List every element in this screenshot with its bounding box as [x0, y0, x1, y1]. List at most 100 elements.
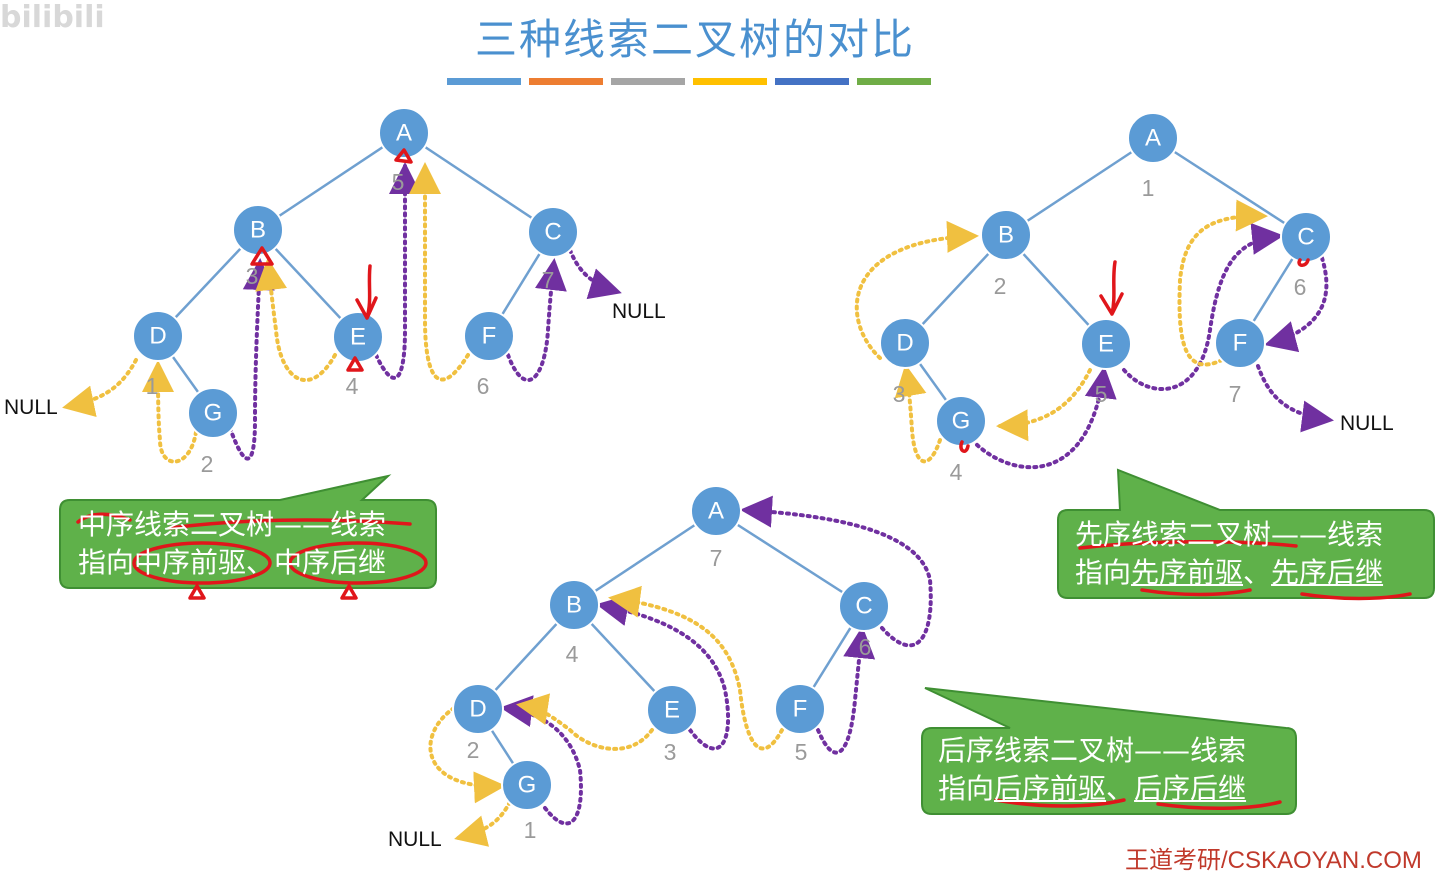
tree-nodes: A5B3C7D1E4F6G2A1B2C6D3E5F7G4A7B4C6D2E3F5…	[132, 107, 1332, 843]
inorder-threads	[62, 162, 622, 464]
title-bar-segment	[611, 78, 685, 85]
annotation-underline-postorder-1	[994, 798, 1126, 808]
node-order-label: 7	[1229, 381, 1242, 407]
footer-credit: 王道考研/CSKAOYAN.COM	[1125, 847, 1422, 874]
node-circle	[1127, 112, 1179, 164]
node-circle	[980, 209, 1032, 261]
diagram-canvas: A5B3C7D1E4F6G2A1B2C6D3E5F7G4A7B4C6D2E3F5…	[4, 78, 1435, 851]
node-order-label: 7	[542, 267, 555, 293]
annotation-mark-pred	[188, 584, 206, 600]
node-key-label: C	[544, 219, 561, 246]
callout-inorder-line1: 中序线索二叉树——线索	[78, 508, 387, 541]
callout-preorder-pred: 先序前驱	[1131, 556, 1244, 589]
thread-g-pred-d	[894, 364, 942, 464]
node-circle	[838, 580, 890, 632]
node-inorder-f: F6	[463, 310, 515, 399]
node-key-label: A	[708, 498, 724, 525]
node-key-label: B	[566, 592, 582, 619]
node-order-label: 5	[1095, 381, 1108, 407]
thread-d-pred-b	[854, 220, 979, 360]
null-label-preorder-f: NULL	[1340, 412, 1394, 435]
null-label-postorder-g: NULL	[388, 828, 442, 851]
thread-g-pred-d	[142, 360, 198, 464]
thread-e-succ-a	[374, 162, 421, 380]
node-circle	[690, 485, 742, 537]
node-key-label: D	[149, 323, 166, 350]
node-postorder-c: C6	[838, 580, 890, 660]
node-circle	[132, 310, 184, 362]
node-order-label: 4	[346, 373, 359, 399]
node-preorder-d: D3	[879, 317, 931, 407]
thread-d-pred-null	[62, 358, 138, 418]
node-order-label: 4	[950, 459, 963, 485]
node-order-label: 5	[795, 739, 808, 765]
node-key-label: G	[204, 400, 223, 427]
node-inorder-c: C7	[527, 206, 579, 293]
callout-postorder	[921, 687, 1297, 815]
preorder-threads	[854, 199, 1334, 470]
annotation-arrow-inorder-e	[355, 264, 378, 320]
annotation-underline-preorder-1	[1078, 539, 1298, 550]
thread-e-pred-b	[255, 258, 337, 382]
node-circle	[548, 579, 600, 631]
node-preorder-a: A1	[1127, 112, 1179, 201]
tree-edges	[156, 131, 1308, 786]
node-order-label: 7	[710, 545, 723, 571]
thread-c-succ-a	[740, 495, 933, 648]
callout-preorder-prefix: 指向	[1075, 556, 1132, 589]
annotation-mark-e	[346, 356, 364, 372]
callout-postorder-pred: 后序前驱	[994, 772, 1107, 805]
node-circle	[187, 387, 239, 439]
annotation-underline-preorder-3	[1300, 592, 1412, 601]
thread-f-succ-c	[506, 258, 567, 382]
null-label-inorder-d: NULL	[4, 396, 58, 419]
thread-e-succ-c	[1122, 222, 1284, 392]
node-key-label: A	[396, 120, 412, 147]
node-key-label: C	[1297, 224, 1314, 251]
node-circle	[463, 310, 515, 362]
annotation-underline-inorder-2	[168, 518, 412, 530]
callout-inorder-succ: 中序后继	[274, 546, 387, 579]
edge-inorder-a-c	[403, 131, 554, 234]
node-preorder-b: B2	[980, 209, 1032, 299]
edge-preorder-a-b	[1005, 136, 1154, 237]
postorder-threads	[428, 495, 933, 847]
node-preorder-g: G4	[935, 395, 987, 485]
node-key-label: E	[664, 697, 680, 724]
node-inorder-a: A5	[378, 107, 430, 195]
callout-postorder-succ: 后序后继	[1134, 772, 1247, 805]
thread-e-succ-b	[596, 594, 730, 751]
title-bar-segment	[447, 78, 521, 85]
null-label-inorder-c: NULL	[612, 300, 666, 323]
node-order-label: 6	[859, 634, 872, 660]
node-postorder-f: F5	[774, 683, 826, 765]
callout-inorder-sep: 、	[246, 546, 275, 579]
thread-f-pred-e	[1177, 199, 1268, 367]
node-key-label: E	[350, 324, 366, 351]
callout-inorder-line2: 指向中序前驱、中序后继	[78, 544, 386, 582]
thread-g-succ-e	[970, 366, 1117, 470]
node-inorder-d: D1	[132, 310, 184, 399]
node-order-label: 6	[477, 373, 490, 399]
handwritten-annotations	[76, 148, 1412, 810]
node-preorder-e: E5	[1080, 318, 1132, 407]
node-preorder-c: C6	[1280, 211, 1332, 300]
node-postorder-g: G1	[501, 759, 553, 843]
node-circle	[378, 107, 430, 159]
node-order-label: 3	[664, 739, 677, 765]
node-order-label: 6	[1294, 274, 1307, 300]
annotation-mark-c	[1297, 258, 1310, 267]
callout-inorder-pred: 中序前驱	[134, 546, 247, 579]
node-order-label: 3	[246, 263, 259, 289]
node-circle	[452, 683, 504, 735]
title-color-bar	[447, 78, 931, 85]
node-order-label: 2	[994, 273, 1007, 299]
annotation-circle-succ	[288, 541, 428, 585]
node-order-label: 2	[467, 737, 480, 763]
thread-f-pred-a	[409, 162, 470, 382]
bilibili-watermark: bilibili	[0, 0, 105, 35]
node-order-label: 1	[524, 817, 537, 843]
thread-d-pred-g	[428, 706, 506, 804]
callout-postorder-line1: 后序线索二叉树——线索	[938, 734, 1247, 767]
callout-inorder-prefix: 指向	[78, 546, 135, 579]
